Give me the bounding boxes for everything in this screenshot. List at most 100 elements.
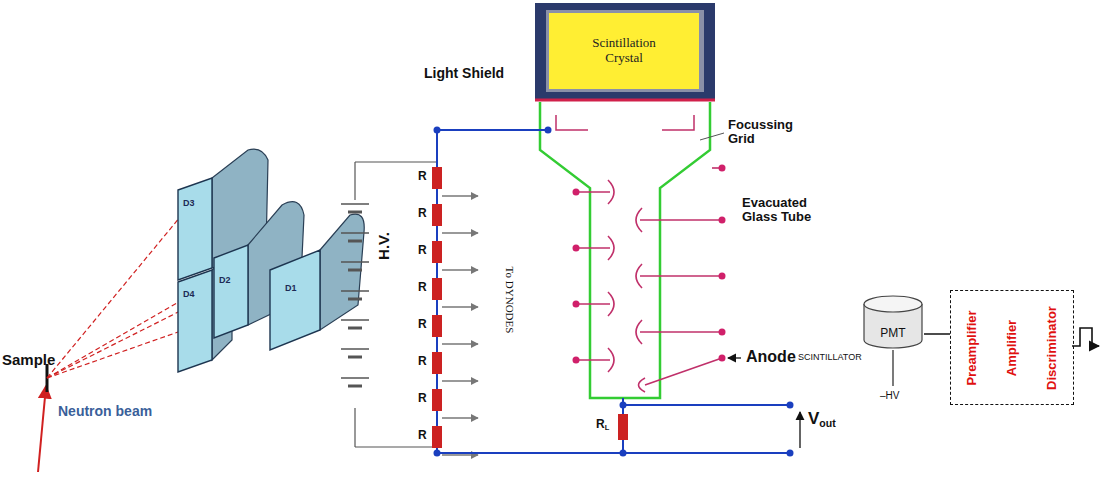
label: Light Shield xyxy=(424,66,504,81)
label: D1 xyxy=(285,284,297,294)
dynode-pins xyxy=(719,165,726,172)
label: R xyxy=(418,355,427,368)
detector-faces xyxy=(178,270,212,372)
battery-cell xyxy=(348,385,362,388)
junction-dots xyxy=(434,127,794,457)
node-text: Preamplifier xyxy=(964,310,979,385)
dynode-pins xyxy=(573,357,580,364)
node-text: Amplifier xyxy=(1004,319,1019,375)
dynodes xyxy=(640,219,722,221)
battery-cell xyxy=(348,327,362,330)
dynode-arrow xyxy=(442,232,478,233)
vout-arrow xyxy=(799,412,800,448)
photocathode xyxy=(535,100,715,101)
dynode-arrow xyxy=(442,380,478,381)
vout-arrow xyxy=(800,412,801,448)
label: R xyxy=(418,170,427,183)
dynodes xyxy=(640,275,722,277)
dynodes xyxy=(576,247,610,249)
label: R xyxy=(418,392,427,405)
battery-cell xyxy=(341,203,369,205)
focussing-grid xyxy=(662,115,694,130)
detector-faces xyxy=(178,178,320,372)
battery-cell xyxy=(341,319,369,321)
focussing-grid xyxy=(556,115,588,130)
dynode-arrow xyxy=(442,417,478,418)
resistor-symbol xyxy=(432,278,442,300)
node-text: Discriminator xyxy=(1044,306,1059,390)
hv-lead xyxy=(892,350,893,386)
dynode-pins xyxy=(719,217,726,224)
resistor-chain xyxy=(432,130,478,455)
label: R xyxy=(418,429,427,442)
pmt-cylinder: PMT xyxy=(862,294,924,350)
dynodes xyxy=(639,378,646,392)
label: D2 xyxy=(219,276,231,286)
dynode-pins xyxy=(719,355,726,362)
hv-lead xyxy=(893,350,894,386)
battery-cell xyxy=(341,261,369,263)
dynodes xyxy=(576,191,610,193)
dynode-arrow xyxy=(442,306,478,307)
detector-faces xyxy=(214,245,248,338)
dynode-arrow xyxy=(442,343,478,344)
battery-cell xyxy=(348,211,362,214)
label: Vout xyxy=(808,410,836,429)
wires xyxy=(623,404,790,406)
output-pulse xyxy=(1072,328,1099,346)
junction-dots xyxy=(434,127,441,134)
battery-cell xyxy=(341,348,369,350)
resistor-symbol xyxy=(432,389,442,411)
detector-bodies xyxy=(212,149,364,360)
label: Sample xyxy=(2,352,55,369)
detector-faces xyxy=(178,178,212,280)
label: Evacuated Glass Tube xyxy=(742,196,832,225)
label: Anode xyxy=(746,348,796,366)
scattered-rays xyxy=(47,205,190,378)
label: R xyxy=(418,244,427,257)
resistor-symbol xyxy=(432,167,442,189)
photocathode xyxy=(535,99,715,102)
resistor-symbol xyxy=(432,204,442,226)
signal-line xyxy=(924,333,950,335)
label: R xyxy=(418,281,427,294)
label: Focussing Grid xyxy=(728,118,808,147)
label: D3 xyxy=(183,199,195,209)
resistor-symbol xyxy=(432,241,442,263)
dynodes xyxy=(645,358,722,385)
light-shield xyxy=(535,3,715,100)
focussing-grid xyxy=(556,115,724,140)
pmt-outline xyxy=(862,294,924,350)
label: RL xyxy=(596,418,609,432)
label: H.V. xyxy=(376,232,393,260)
battery-cell xyxy=(348,356,362,359)
junction-dots xyxy=(620,450,627,457)
load-resistor xyxy=(618,414,628,440)
detector-bodies xyxy=(320,214,364,330)
junction-dots xyxy=(787,402,794,409)
junction-dots xyxy=(434,450,441,457)
label: Neutron beam xyxy=(58,404,152,419)
dynode-pins xyxy=(573,189,580,196)
dynode-pins xyxy=(573,165,726,364)
battery xyxy=(355,446,437,447)
label: To DYNODES xyxy=(504,267,516,334)
label: R xyxy=(418,318,427,331)
battery xyxy=(355,161,437,162)
output-pulse xyxy=(1072,328,1099,346)
crystal-box: Scintillation Crystal xyxy=(549,13,699,89)
neutron-beam-arrow xyxy=(38,386,46,472)
dynodes xyxy=(576,168,722,392)
dynodes xyxy=(576,359,610,361)
anode-arrow xyxy=(728,357,741,358)
anode-arrow xyxy=(728,358,741,359)
node-text: Scintillation Crystal xyxy=(576,36,672,66)
resistor-symbol xyxy=(432,426,442,448)
label: SCINTILLATOR xyxy=(798,353,862,363)
junction-dots xyxy=(787,450,794,457)
wires xyxy=(437,452,790,454)
node-text: PMT xyxy=(880,326,905,340)
detector-faces xyxy=(270,250,320,350)
label: R xyxy=(418,207,427,220)
